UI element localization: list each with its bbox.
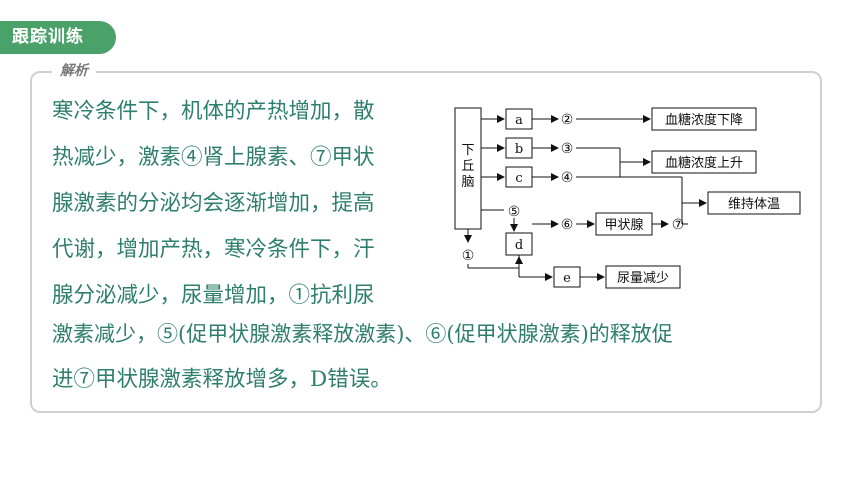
section-tag: 跟踪训练 <box>0 21 116 54</box>
node-b: b <box>515 142 523 157</box>
marker-2: ② <box>561 112 574 128</box>
node-c: c <box>515 171 522 186</box>
urine-label: 尿量减少 <box>617 271 669 286</box>
marker-5: ⑤ <box>508 204 521 220</box>
marker-6: ⑥ <box>561 217 574 233</box>
hypothalamus-label-1: 下 <box>461 143 474 158</box>
analysis-panel <box>30 71 822 413</box>
glucose-down-label: 血糖浓度下降 <box>665 112 743 128</box>
urine-box <box>605 265 681 289</box>
body-temp-label: 维持体温 <box>728 197 780 212</box>
text-line-1: 寒冷条件下，机体的产热增加，散 <box>52 99 375 124</box>
node-e: e <box>563 271 571 286</box>
marker-3: ③ <box>561 141 574 157</box>
text-line-4: 代谢，增加产热，寒冷条件下，汗 <box>52 237 375 262</box>
marker-4: ④ <box>561 170 574 186</box>
text-line-7: 进⑦甲状腺激素释放增多，D错误。 <box>52 367 392 392</box>
marker-7: ⑦ <box>672 217 685 233</box>
regulation-diagram: 下 丘 脑 a b c d e ② ③ ④ ⑤ ⑥ ⑦ ① 血糖浓度下降 血糖浓… <box>454 107 801 289</box>
glucose-down-box <box>651 107 757 131</box>
hypothalamus-label-2: 丘 <box>461 159 474 174</box>
node-a: a <box>515 113 523 128</box>
hypothalamus-label-3: 脑 <box>461 175 474 190</box>
glucose-up-box <box>651 150 757 174</box>
body-temp-box <box>707 191 801 215</box>
marker-1: ① <box>462 248 475 264</box>
glucose-up-label: 血糖浓度上升 <box>665 155 743 171</box>
text-line-6: 激素减少，⑤(促甲状腺激素释放激素)、⑥(促甲状腺激素)的释放促 <box>52 322 673 346</box>
panel-label: 解析 <box>52 62 96 80</box>
thyroid-label: 甲状腺 <box>604 218 643 233</box>
text-line-2: 热减少，激素④肾上腺素、⑦甲状 <box>52 145 375 170</box>
text-line-5: 腺分泌减少，尿量增加，①抗利尿 <box>52 283 375 308</box>
text-line-3: 腺激素的分泌均会逐渐增加，提高 <box>52 191 375 216</box>
node-d: d <box>515 238 523 253</box>
